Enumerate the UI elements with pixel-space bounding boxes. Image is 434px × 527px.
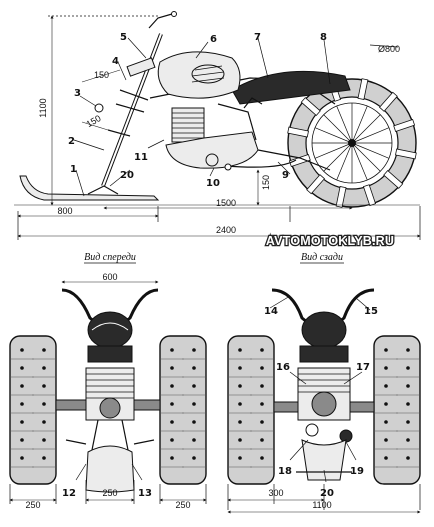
callout-15: 15 bbox=[364, 306, 378, 317]
left-track-dimension: 250 bbox=[25, 500, 40, 510]
side-view: 1100 800 1500 2400 150 Ø800 150 150 1 2 … bbox=[14, 11, 421, 240]
left-offset-dimension: 300 bbox=[268, 488, 283, 498]
callout-13: 13 bbox=[138, 488, 152, 499]
watermark: AVTOMOTOKLYB.RU bbox=[266, 234, 394, 248]
steering-column bbox=[94, 11, 177, 187]
callout-1: 1 bbox=[70, 164, 77, 175]
front-right-tire bbox=[159, 335, 207, 485]
overall-length-dimension: 2400 bbox=[216, 225, 236, 235]
callout-8: 8 bbox=[320, 32, 327, 43]
rear-view: Вид сзади 300 1100 14 15 16 17 18 19 bbox=[227, 252, 421, 514]
front-ski bbox=[85, 445, 135, 493]
side-callouts: 1 2 3 4 5 6 7 8 9 10 11 20 bbox=[68, 32, 331, 197]
callout-20: 20 bbox=[120, 170, 134, 181]
right-track-dimension: 250 bbox=[175, 500, 190, 510]
seat bbox=[231, 70, 351, 105]
callout-9: 9 bbox=[282, 170, 289, 181]
ski-length-dimension: 800 bbox=[57, 206, 72, 216]
callout-11: 11 bbox=[134, 152, 148, 163]
front-view: Вид спереди 600 250 250 250 12 1 bbox=[9, 252, 207, 510]
callout-2: 2 bbox=[68, 136, 75, 147]
rear-view-caption: Вид сзади bbox=[301, 252, 343, 263]
callout-19: 19 bbox=[350, 466, 364, 477]
callout-17: 17 bbox=[356, 362, 370, 373]
front-ski bbox=[19, 175, 160, 201]
callout-12: 12 bbox=[62, 488, 76, 499]
callout-7: 7 bbox=[254, 32, 261, 43]
engine-cylinder bbox=[171, 107, 205, 143]
rear-left-tire bbox=[227, 335, 275, 485]
wheel-diameter-dimension: Ø800 bbox=[378, 44, 400, 54]
callout-14: 14 bbox=[264, 306, 278, 317]
callout-6: 6 bbox=[210, 34, 217, 45]
rear-right-tire bbox=[373, 335, 421, 485]
callout-10: 10 bbox=[206, 178, 220, 189]
handlebar-width-dimension: 600 bbox=[102, 272, 117, 282]
ski-width-dimension: 250 bbox=[102, 488, 117, 498]
callout-20-rear: 20 bbox=[320, 488, 334, 499]
steer-lower-dimension: 150 bbox=[85, 113, 103, 129]
callout-18: 18 bbox=[278, 466, 292, 477]
engine-crankcase bbox=[165, 131, 259, 169]
front-left-tire bbox=[9, 335, 57, 485]
front-view-caption: Вид спереди bbox=[84, 252, 136, 263]
clearance-dimension: 150 bbox=[261, 175, 271, 190]
rear-wheel bbox=[287, 78, 417, 208]
height-dimension: 1100 bbox=[38, 98, 48, 117]
callout-5: 5 bbox=[120, 32, 127, 43]
callout-16: 16 bbox=[276, 362, 290, 373]
callout-3: 3 bbox=[74, 88, 81, 99]
overall-width-dimension: 1100 bbox=[312, 500, 331, 510]
steer-upper-dimension: 150 bbox=[94, 70, 109, 80]
wheelbase-dimension: 1500 bbox=[216, 198, 236, 208]
callout-4: 4 bbox=[112, 56, 119, 67]
